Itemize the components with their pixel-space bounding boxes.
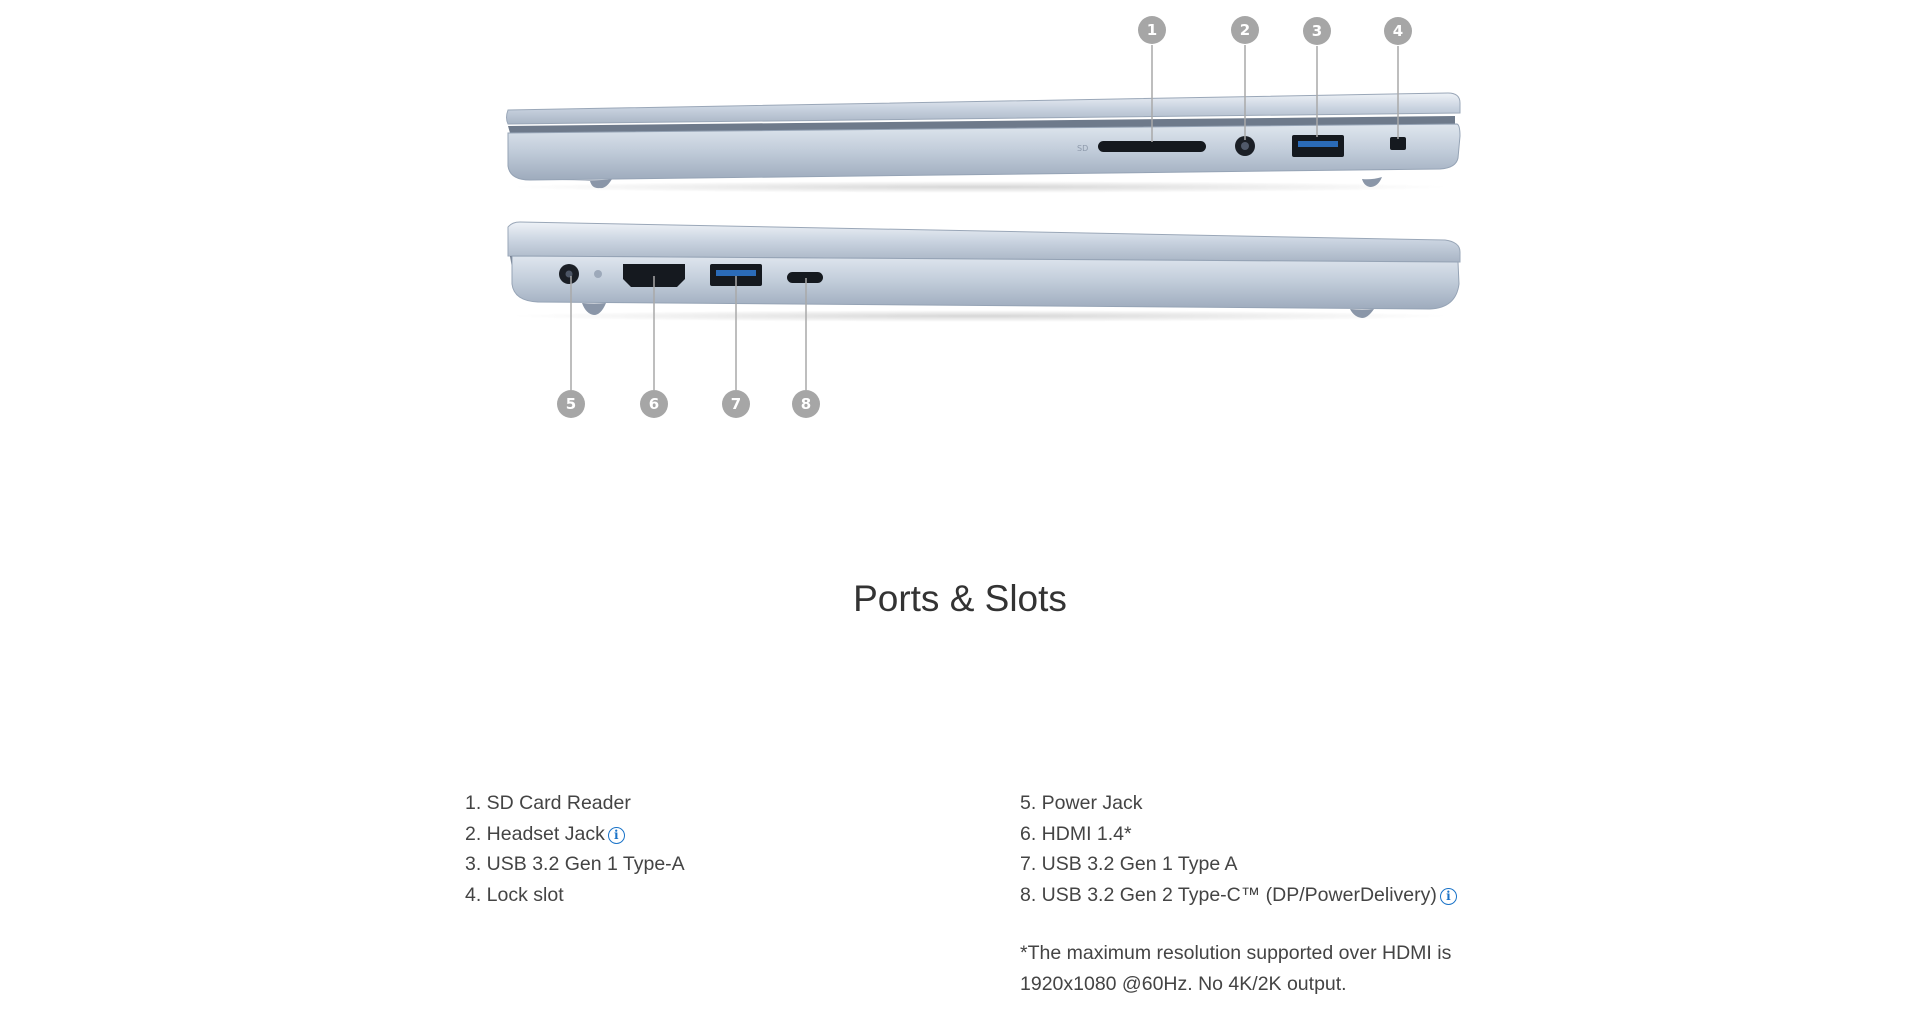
hdmi-footnote: *The maximum resolution supported over H… xyxy=(1020,942,1452,995)
callout-badge-7: 7 xyxy=(722,390,750,418)
laptop-left-side-view xyxy=(507,221,1461,322)
svg-text:8: 8 xyxy=(801,395,811,413)
port-item: 8. USB 3.2 Gen 2 Type-C™ (DP/PowerDelive… xyxy=(1020,880,1457,911)
callout-badge-5: 5 xyxy=(557,390,585,418)
section-title: Ports & Slots xyxy=(853,578,1067,619)
port-item: 3. USB 3.2 Gen 1 Type-A xyxy=(465,849,685,880)
svg-text:1: 1 xyxy=(1147,21,1157,39)
svg-text:4: 4 xyxy=(1393,22,1403,40)
port-item: 4. Lock slot xyxy=(465,880,685,911)
info-icon[interactable]: i xyxy=(607,826,625,844)
sd-card-slot-icon: SD xyxy=(1077,141,1206,153)
laptop-right-side-view: SD xyxy=(506,92,1461,193)
callout-badge-2: 2 xyxy=(1231,16,1259,44)
callout-badge-3: 3 xyxy=(1303,17,1331,45)
port-label: 3. USB 3.2 Gen 1 Type-A xyxy=(465,853,685,875)
port-label: 1. SD Card Reader xyxy=(465,792,631,814)
info-icon[interactable]: i xyxy=(1439,887,1457,905)
port-label: 5. Power Jack xyxy=(1020,792,1143,814)
svg-text:3: 3 xyxy=(1312,22,1322,40)
svg-text:7: 7 xyxy=(731,395,741,413)
svg-text:5: 5 xyxy=(566,395,576,413)
callout-badge-8: 8 xyxy=(792,390,820,418)
port-item: 6. HDMI 1.4* xyxy=(1020,819,1457,850)
port-label: 8. USB 3.2 Gen 2 Type-C™ (DP/PowerDelive… xyxy=(1020,883,1437,906)
port-item: 1. SD Card Reader xyxy=(465,788,685,819)
ports-list-right: 5. Power Jack 6. HDMI 1.4* 7. USB 3.2 Ge… xyxy=(1020,788,1457,910)
usb-c-port-icon xyxy=(787,272,823,283)
port-item: 7. USB 3.2 Gen 1 Type A xyxy=(1020,849,1457,880)
callout-leader-lines xyxy=(570,45,1399,390)
port-label: 6. HDMI 1.4* xyxy=(1020,822,1132,845)
callout-badge-6: 6 xyxy=(640,390,668,418)
headset-jack-icon xyxy=(1235,136,1255,156)
svg-text:6: 6 xyxy=(649,395,659,413)
callout-badge-1: 1 xyxy=(1138,16,1166,44)
usb-a-port-icon xyxy=(1292,135,1344,157)
usb-a-port-icon-left xyxy=(710,264,762,286)
laptop-ports-diagram: SD xyxy=(506,16,1461,418)
hdmi-port-icon xyxy=(623,264,685,287)
svg-text:SD: SD xyxy=(1077,144,1088,153)
port-label: 7. USB 3.2 Gen 1 Type A xyxy=(1020,853,1238,875)
port-item: 5. Power Jack xyxy=(1020,788,1457,819)
callout-badge-4: 4 xyxy=(1384,17,1412,45)
port-label: 2. Headset Jack xyxy=(465,822,605,845)
power-jack-icon xyxy=(559,264,602,284)
port-label: 4. Lock slot xyxy=(465,883,564,906)
lock-slot-icon xyxy=(1390,137,1406,150)
svg-text:2: 2 xyxy=(1240,21,1250,39)
